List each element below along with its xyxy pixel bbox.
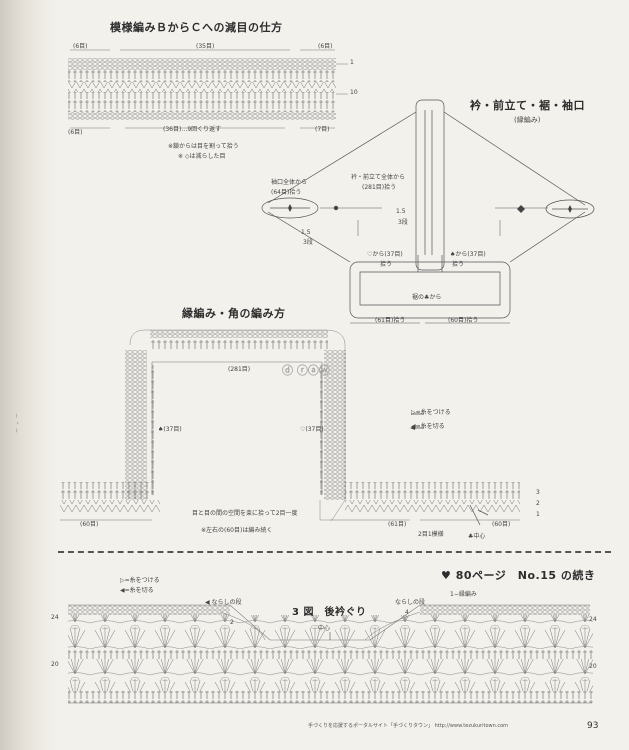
pick-label: ♠から(37目) [450,251,486,258]
center-label: ♣中心 [468,533,486,540]
section-title-edging: 衿・前立て・裾・袖口 [470,99,585,112]
row-number: 24 [51,614,59,621]
page-number: 93 [587,721,599,731]
count-label: (6目) [318,43,333,50]
legend-attach: ▷=糸をつける [411,409,451,416]
count-label: (60目) [80,521,99,528]
note: ※ ◇は減らした目 [178,153,226,160]
book-gutter-shadow [0,0,58,750]
cardigan-outline [261,99,595,324]
count-label: (60目)拾う [448,317,479,324]
row-label: 2 [230,619,234,626]
figure-title: 3 図 後衿ぐり [292,607,367,618]
legend-attach: ▷=糸をつける [120,577,160,584]
section-title-corner: 縁編み・角の編み方 [182,307,286,320]
rows-label: 1.5 [396,208,406,215]
front-label: 衿・前立て全体から [351,174,406,181]
watermark: ⓓ ⓡⓐⓦ [282,364,330,377]
row-number: 20 [51,661,59,668]
row-number: 2 [536,500,540,507]
legend-cut: ◀=糸を切る [411,423,445,430]
pick-label: 拾う [452,261,465,268]
decrease-chart [68,49,348,129]
sleeve-label: 袖口全体から [271,179,308,186]
row-number: 24 [589,616,597,623]
pick-label: ♡から(37目) [367,251,403,258]
back-neck-chart [68,604,593,704]
note: ※鎖からは目を割って拾う [168,143,239,150]
front-label: (281目)拾う [362,184,397,191]
count-label: ♡(37目) [300,426,324,433]
count-label: (6目) [68,129,83,136]
row-number: 20 [589,663,597,670]
rows-label: 3段 [303,239,313,246]
count-label: (61目)拾う [375,317,406,324]
edging-corner-chart [60,329,520,526]
legend-cut: ◀=糸を切る [120,587,154,594]
rows-label: 1.5 [301,229,311,236]
section-divider [58,551,611,553]
note: 目と目の間の空間を束に拾って2目一度 [192,510,298,517]
row-label: ならしの段 [395,599,426,606]
section-title-decrease: 模様編みＢからＣへの減目の仕方 [110,21,283,34]
pattern-repeat: 2目1模様 [418,531,444,538]
section-subtitle: (縁編み) [514,116,541,124]
count-label: (60目) [492,521,511,528]
row-number: 10 [350,89,358,96]
row-number: 1 [350,59,354,66]
row-label: 1−縁編み [450,591,477,598]
count-label: (6目) [73,43,88,50]
sleeve-label: (64目)拾う [271,189,302,196]
hem-label: 裾の♣から [412,294,442,301]
count-label: (36目)…9回くり返す [163,126,222,133]
legend-arrows [410,413,424,430]
note: ※左右の(60目)は編み続く [201,527,273,534]
row-label: ◀ ならしの段 [205,599,242,606]
continuation-header: ♥ 80ページ No.15 の続き [441,569,596,582]
row-number: 1 [536,511,540,518]
count-label: (281目) [228,366,251,373]
rows-label: 3段 [398,219,408,226]
count-label: (7目) [315,126,330,133]
count-label: ♠(37目) [158,426,182,433]
footer-text: 手づくりを応援するポータルサイト「手づくりタウン」 http://www.tez… [308,723,509,729]
count-label: (61目) [388,521,407,528]
center-label: 中心 [318,625,331,632]
pick-label: 拾う [380,261,393,268]
row-number: 3 [536,489,540,496]
row-label: 4 [405,609,409,616]
count-label: (35目) [196,43,215,50]
